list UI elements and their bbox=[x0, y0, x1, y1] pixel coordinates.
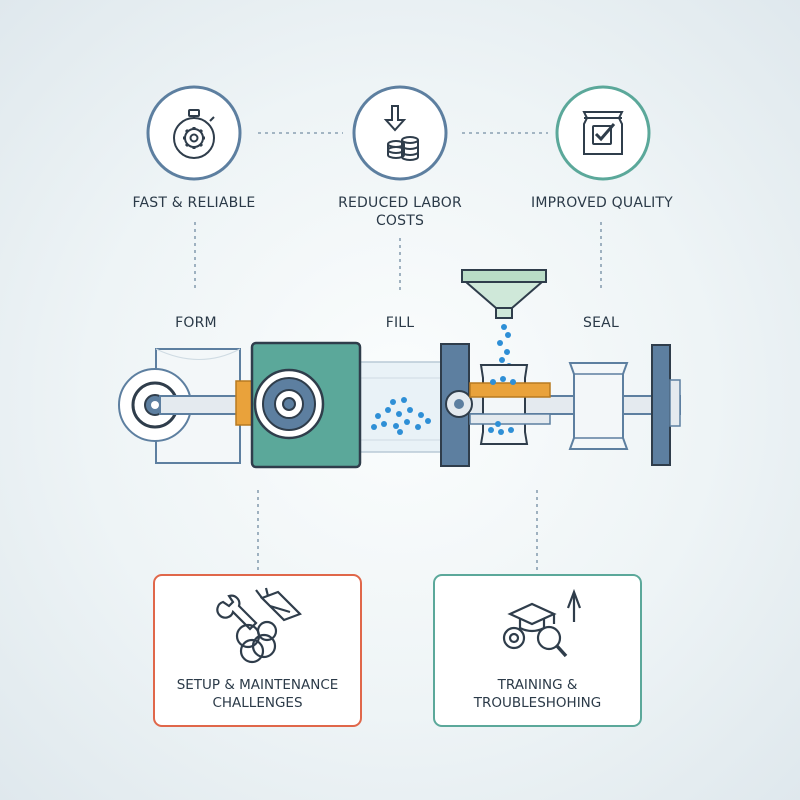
benefit-circle-fast bbox=[146, 85, 242, 181]
benefit-label-quality: IMPROVED QUALITY bbox=[531, 195, 673, 211]
shaft-end bbox=[669, 379, 681, 427]
card-setup-maintenance: SETUP & MAINTENANCE CHALLENGES bbox=[153, 574, 362, 727]
card-training: TRAINING & TROUBLESHOHING bbox=[433, 574, 642, 727]
coins-download-icon bbox=[383, 105, 419, 161]
falling-granules bbox=[497, 324, 512, 369]
card-training-text: TRAINING & TROUBLESHOHING bbox=[473, 677, 602, 711]
stage-label-form: FORM bbox=[175, 315, 217, 331]
checked-package-icon bbox=[582, 111, 624, 155]
benefit-circle-quality bbox=[555, 85, 651, 181]
benefit-label-labor: REDUCED LABOR COSTS bbox=[338, 195, 462, 229]
forming-unit bbox=[250, 341, 362, 469]
benefit-circle-labor bbox=[352, 85, 448, 181]
fill-pouch bbox=[469, 364, 551, 445]
sealed-pouch bbox=[568, 362, 629, 450]
film-roll bbox=[118, 348, 241, 464]
stage-label-seal: SEAL bbox=[583, 315, 619, 331]
pulley-hub bbox=[454, 399, 464, 409]
coupling-block bbox=[235, 380, 253, 426]
hopper bbox=[461, 269, 547, 319]
stage-label-fill: FILL bbox=[385, 315, 415, 331]
plate-seal bbox=[651, 344, 671, 466]
feed-tube bbox=[349, 361, 446, 453]
granules-in-tube bbox=[371, 397, 431, 435]
stopwatch-gear-icon bbox=[173, 109, 215, 159]
card-setup-maintenance-text: SETUP & MAINTENANCE CHALLENGES bbox=[176, 677, 339, 711]
benefit-label-fast: FAST & RELIABLE bbox=[132, 195, 256, 211]
